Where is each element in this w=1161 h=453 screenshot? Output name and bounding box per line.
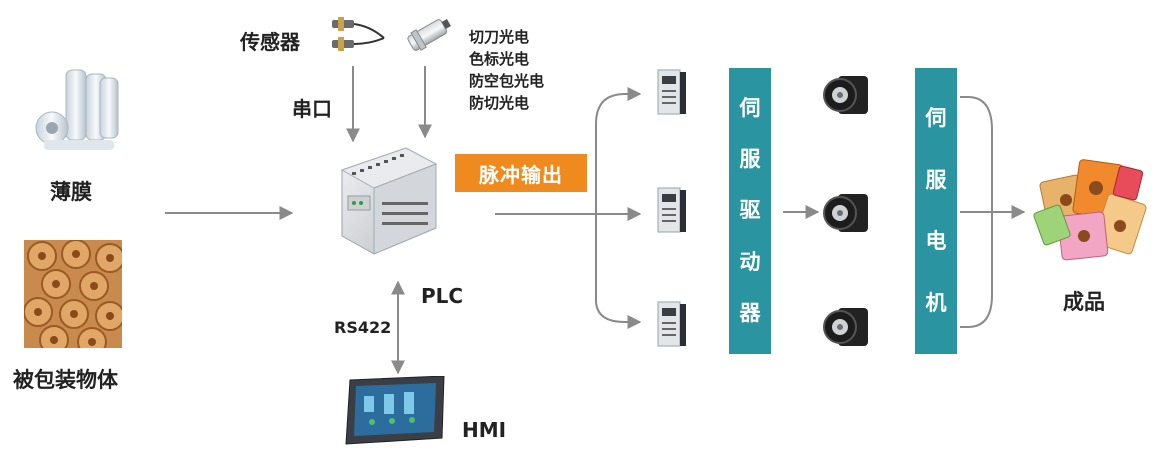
servo-driver-bar: 伺 服 驱 动 器 [729,68,771,354]
plc-label: PLC [421,284,464,308]
servo-driver-char: 服 [739,147,761,172]
photo-sensor-item-color-mark: 色标光电 [469,50,530,68]
cookies-icon [24,240,122,348]
serial-port-label: 串口 [292,97,332,121]
arrow-to-driver-bottom [595,214,642,329]
photo-sensor-item-cutter: 切刀光电 [469,28,530,46]
servo-driver-unit-icon [657,187,686,233]
photo-sensor-item-empty-pack: 防空包光电 [469,72,545,90]
arrow-motor-top-to-product [960,96,993,212]
photoelectric-sensor-icon [407,19,451,51]
hmi-label: HMI [462,418,507,442]
servo-motor-bar: 伺 服 电 机 [915,68,957,354]
arrow-motor-bottom-to-product [960,212,993,328]
servo-motor-icon [823,308,868,346]
film-roll-icon [35,69,119,150]
photoelectric-sensor-list: 切刀光电 色标光电 防空包光电 防切光电 [469,26,544,114]
packaged-object-label: 被包装物体 [13,368,118,392]
servo-driver-char: 驱 [739,198,761,223]
servo-driver-unit-icon [657,69,686,115]
photo-sensor-item-anti-cut: 防切光电 [469,94,530,112]
servo-motor-icon [823,194,868,232]
rs422-label: RS422 [334,318,392,337]
servo-motor-char: 机 [925,290,947,315]
sensor-label: 传感器 [240,30,300,54]
servo-motor-icon [823,76,868,114]
servo-motor-char: 伺 [925,106,947,131]
servo-driver-char: 伺 [739,96,761,121]
servo-motor-char: 电 [925,229,947,254]
arrow-to-driver-top [595,87,642,214]
servo-driver-unit-icon [657,301,686,347]
plc-icon [340,147,438,255]
packaged-product-icon [1033,159,1147,261]
hmi-touchscreen-icon [345,376,445,445]
servo-driver-char: 动 [739,249,761,274]
product-label: 成品 [1063,290,1105,314]
servo-driver-char: 器 [739,300,761,325]
servo-motor-char: 服 [925,167,947,192]
pulse-output-label: 脉冲输出 [455,154,587,192]
film-label: 薄膜 [50,180,92,204]
proximity-sensor-icon [332,17,385,51]
